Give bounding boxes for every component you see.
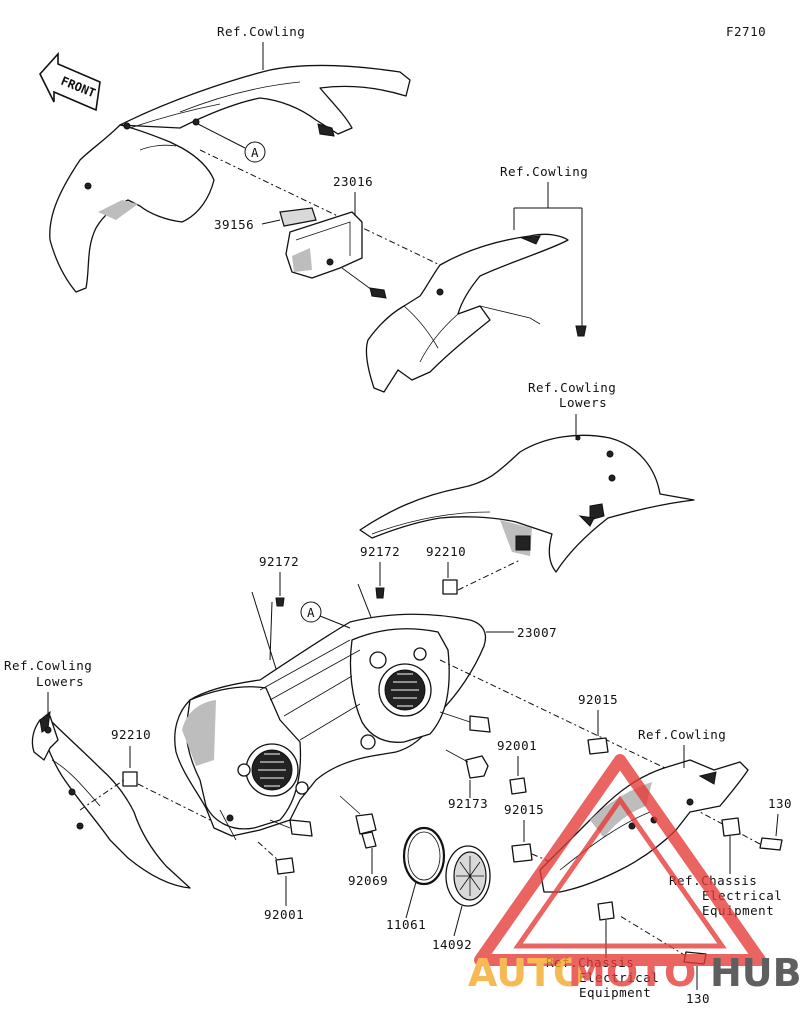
part-130-b-label: 130 xyxy=(686,991,710,1006)
part-92172-a-label: 92172 xyxy=(259,554,299,569)
part-92173-label: 92173 xyxy=(448,796,488,811)
watermark-text-b: MOTO xyxy=(568,951,696,995)
ref-cowling-lowers-left-label-2: Lowers xyxy=(36,674,84,689)
callout-a-top xyxy=(244,141,266,163)
front-arrow-icon: FRONT xyxy=(39,51,101,112)
part-92001-b-label: 92001 xyxy=(264,907,304,922)
part-92172-b-label: 92172 xyxy=(360,544,400,559)
lower-cowling-right-part xyxy=(359,434,695,573)
part-23007-label: 23007 xyxy=(517,625,557,640)
screw-icon xyxy=(575,325,587,337)
bolt-92001-a-icon xyxy=(509,777,527,795)
clip-92173-icon xyxy=(445,749,489,779)
pad-39156-part xyxy=(279,207,317,227)
grommet-92015-b-icon xyxy=(511,843,533,863)
electrical-ref-bottom-icon xyxy=(597,901,615,921)
grommet-92015-a-icon xyxy=(587,737,609,755)
electrical-ref-right-icon xyxy=(721,817,741,837)
bulb-92069-icon xyxy=(339,795,377,849)
bracket-23016-part xyxy=(285,211,387,299)
part-23016-label: 23016 xyxy=(333,174,373,189)
ref-chassis-bottom-label-3: Equipment xyxy=(579,985,651,1000)
ref-cowling-lowers-top-label-1: Ref.Cowling xyxy=(528,380,616,395)
ref-cowling-lowers-left-label-1: Ref.Cowling xyxy=(4,658,92,673)
callout-a-mid xyxy=(300,601,322,623)
part-92210-a-label: 92210 xyxy=(426,544,466,559)
part-92001-a-label: 92001 xyxy=(497,738,537,753)
part-92015-a-label: 92015 xyxy=(578,692,618,707)
seal-ring-11061-icon xyxy=(402,826,446,886)
ref-chassis-right-label-3: Equipment xyxy=(702,903,774,918)
clip-92210-a-icon xyxy=(442,579,458,595)
part-11061-label: 11061 xyxy=(386,917,426,932)
part-39156-label: 39156 xyxy=(214,217,254,232)
ref-cowling-right-label: Ref.Cowling xyxy=(638,727,726,742)
part-130-a-label: 130 xyxy=(768,796,792,811)
clip-92172-b-icon xyxy=(375,587,385,599)
inner-cowling-part xyxy=(365,233,569,393)
watermark-text-c: HUB xyxy=(710,951,800,995)
ref-chassis-right-label-1: Ref.Chassis xyxy=(669,873,757,888)
clip-92172-a-icon xyxy=(275,597,285,607)
callout-a-mid-letter: A xyxy=(307,605,315,620)
part-92210-b-label: 92210 xyxy=(111,727,151,742)
figure-id: F2710 xyxy=(726,24,766,39)
upper-cowling-part xyxy=(49,64,411,293)
headlight-assembly-23007-part xyxy=(174,613,491,841)
lower-cowling-left-part xyxy=(31,710,191,889)
ref-chassis-bottom-label-2: Electrical xyxy=(579,970,659,985)
ref-cowling-mid-label: Ref.Cowling xyxy=(500,164,588,179)
bolt-130-a-icon xyxy=(759,837,783,851)
ref-cowling-top-label: Ref.Cowling xyxy=(217,24,305,39)
part-92069-label: 92069 xyxy=(348,873,388,888)
bolt-92001-b-icon xyxy=(275,857,295,875)
ref-cowling-lowers-top-label-2: Lowers xyxy=(559,395,607,410)
part-14092-label: 14092 xyxy=(432,937,472,952)
cap-14092-icon xyxy=(445,845,491,907)
watermark-text-a: AUTO xyxy=(468,951,585,995)
watermark-logo: AUTO MOTO HUB xyxy=(468,754,800,995)
clip-92210-b-icon xyxy=(122,771,138,787)
callout-a-top-letter: A xyxy=(251,145,259,160)
part-92015-b-label: 92015 xyxy=(504,802,544,817)
